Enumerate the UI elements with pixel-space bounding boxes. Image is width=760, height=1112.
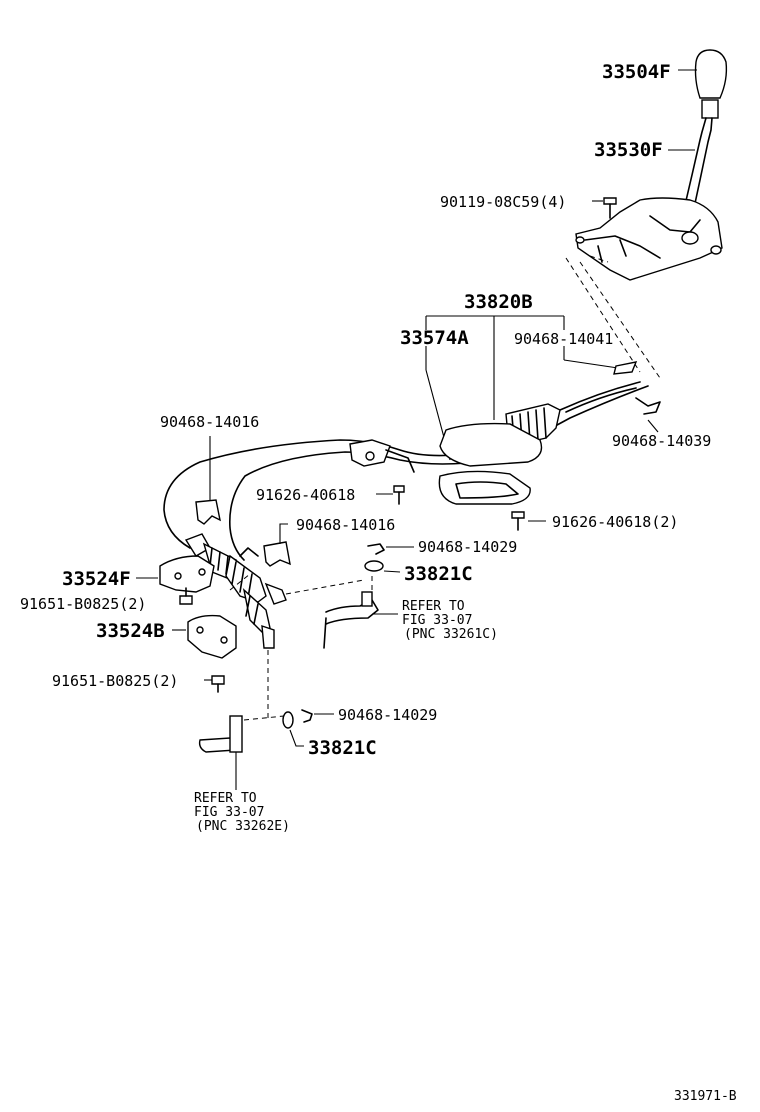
- bolt-91651-b: [211, 675, 225, 693]
- bracket-33524B: [187, 614, 237, 659]
- label-33574A: 33574A: [400, 327, 469, 349]
- clip-90468-14016-lower: [263, 541, 291, 567]
- dash-bracket: [229, 573, 251, 591]
- shift-lever-housing: [575, 117, 723, 281]
- label-33821C-lower: 33821C: [308, 737, 377, 759]
- label-90468-14029-lower: 90468-14029: [338, 706, 437, 724]
- label-33530F: 33530F: [594, 139, 663, 161]
- leader-90468-14041-b: [563, 359, 619, 369]
- pin-90468-14029-upper: [367, 543, 385, 555]
- bolt-90119: [603, 197, 617, 219]
- leader-90468-14016-lower: [279, 523, 288, 544]
- refer-note-1-line1: REFER TO: [402, 599, 465, 614]
- label-90468-14039: 90468-14039: [612, 432, 711, 450]
- label-91651-B0825-a: 91651-B0825(2): [20, 595, 146, 613]
- label-33524F: 33524F: [62, 568, 131, 590]
- refer-note-2-line2: FIG 33-07: [194, 805, 264, 820]
- refer-note-1-line2: FIG 33-07: [402, 613, 472, 628]
- linkage-33261C: [323, 591, 398, 649]
- refer-note-1-line3: (PNC 33261C): [404, 627, 498, 642]
- label-91651-B0825-b: 91651-B0825(2): [52, 672, 178, 690]
- linkage-33262E: [198, 715, 243, 790]
- diagram-code: 331971-B: [674, 1089, 737, 1104]
- shift-cables: [163, 381, 649, 649]
- label-90468-14041: 90468-14041: [514, 330, 613, 348]
- label-33820B: 33820B: [464, 291, 533, 313]
- bracket-33524F: [159, 555, 215, 593]
- dash-housing-2: [579, 261, 661, 379]
- clip-90468-14039: [635, 397, 661, 433]
- label-33821C-upper: 33821C: [404, 563, 473, 585]
- label-91626-40618: 91626-40618: [256, 486, 355, 504]
- washer-33821C-upper: [364, 560, 384, 572]
- leader-33821C-lower: [289, 729, 304, 747]
- label-90119-08C59: 90119-08C59(4): [440, 193, 566, 211]
- clip-90468-14016-upper: [195, 499, 221, 525]
- bolt-91626-a: [393, 485, 405, 505]
- dash-housing-1: [565, 257, 641, 373]
- dash-link-upper: [285, 579, 365, 595]
- label-90468-14029-upper: 90468-14029: [418, 538, 517, 556]
- refer-note-2-line3: (PNC 33262E): [196, 819, 290, 834]
- dash-housing-3: [589, 255, 609, 263]
- pin-90468-14029-lower: [301, 709, 313, 723]
- refer-note-2-line1: REFER TO: [194, 791, 257, 806]
- dash-link-lower-2: [243, 715, 285, 721]
- label-33524B: 33524B: [96, 620, 165, 642]
- label-90468-14016-lower: 90468-14016: [296, 516, 395, 534]
- bolt-91651-a: [179, 587, 193, 605]
- clip-90468-14041: [613, 361, 638, 375]
- label-90468-14016-upper: 90468-14016: [160, 413, 259, 431]
- shift-knob: [694, 49, 728, 119]
- bolt-91626-b: [511, 511, 525, 531]
- label-33504F: 33504F: [602, 61, 671, 83]
- washer-33821C-lower: [282, 711, 294, 729]
- leader-33821C-upper: [383, 570, 401, 573]
- label-91626-40618-2: 91626-40618(2): [552, 513, 678, 531]
